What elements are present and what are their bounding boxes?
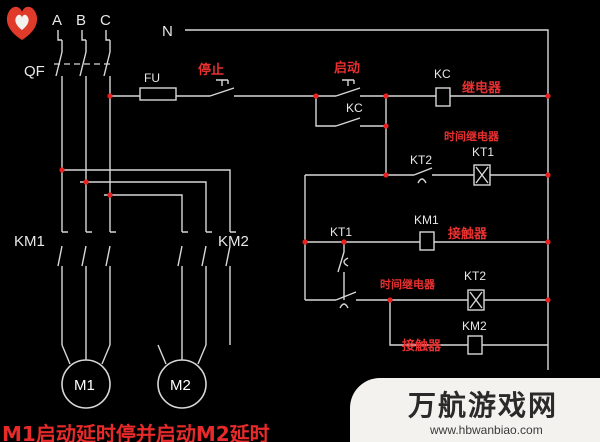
label-kt1-coil: KT1 [472,145,494,159]
annotation-time-relay-2: 时间继电器 [380,277,436,291]
km1-contacts [57,170,116,345]
km2-feed-a [62,169,231,232]
fuse-body [139,87,177,101]
annotation-start: 启动 [334,60,360,76]
annotation-contactor-2: 接触器 [402,338,442,354]
watermark-url: www.hbwanbiao.com [430,423,543,437]
annotation-relay: 继电器 [462,80,502,96]
km2-feed-c [104,194,183,232]
label-motor-m2: M2 [170,377,191,394]
annotation-time-relay-1: 时间继电器 [444,129,500,143]
kt2-delay-contact [413,167,474,184]
label-kc-contact: KC [346,101,363,115]
label-kt2-contact: KT2 [410,153,432,167]
label-neutral: N [162,23,173,40]
km2-coil [467,335,483,355]
kt1-no-contact [335,291,390,309]
km2-contacts [177,231,236,345]
label-km2: KM2 [218,233,249,250]
annotation-contactor-1: 接触器 [448,226,488,242]
label-km1: KM1 [14,233,45,250]
km2-row-wire [389,300,468,346]
phase-terminals [57,30,110,41]
junction-dots [59,93,551,303]
breaker-qf [54,40,112,195]
label-fuse: FU [144,71,160,85]
label-kt2-coil: KT2 [464,269,486,283]
kt1-delay-contact [337,242,349,300]
km2-feed-b [80,181,207,232]
label-phase-c: C [100,12,111,29]
caption: M1启动延时停并启动M2延时 [2,422,270,442]
watermark-logo-icon [6,6,38,40]
stop-button [209,79,316,97]
annotation-stop: 停止 [198,62,224,78]
watermark-title: 万航游戏网 [408,389,559,422]
label-phase-b: B [76,12,86,29]
neutral-line [185,29,549,370]
label-km2-coil: KM2 [462,319,487,333]
label-kc-coil: KC [434,67,451,81]
label-breaker: QF [24,63,45,80]
label-km1-coil: KM1 [414,213,439,227]
label-motor-m1: M1 [74,377,95,394]
label-phase-a: A [52,12,62,29]
kc-coil [435,87,451,107]
km1-coil [419,231,435,251]
label-kt1-contact: KT1 [330,225,352,239]
watermark-badge [350,378,600,442]
